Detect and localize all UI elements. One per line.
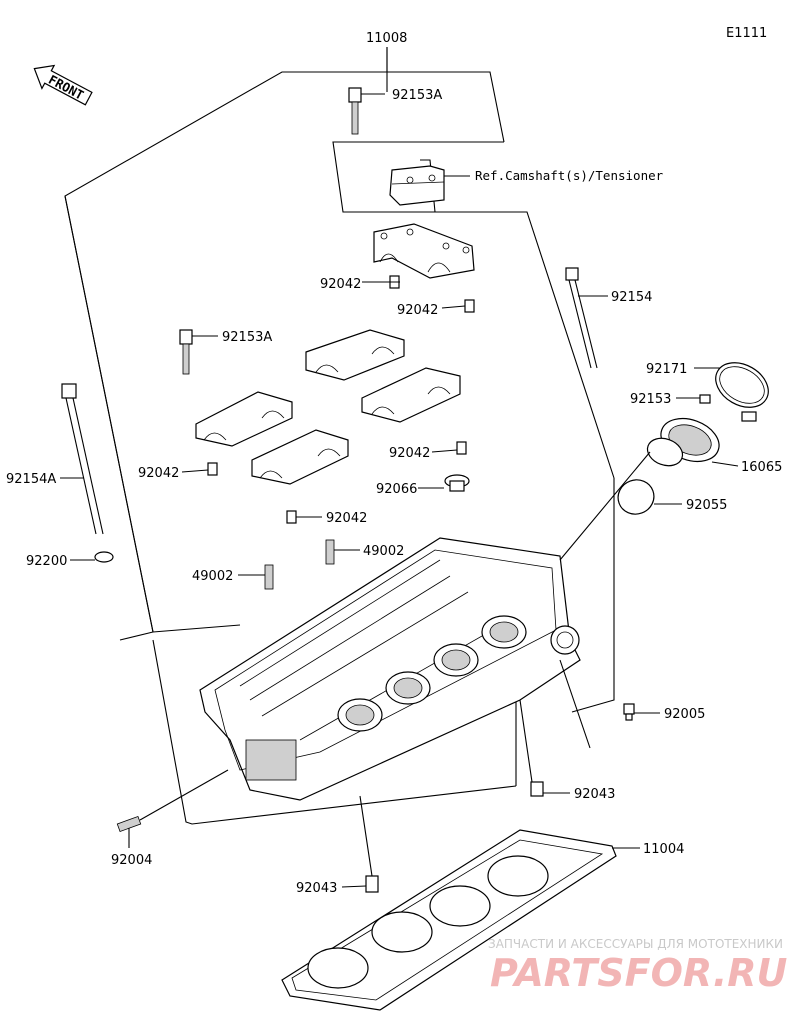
label-92154: 92154 xyxy=(611,290,652,305)
camshaft-cap-top xyxy=(389,165,445,206)
plug-92066 xyxy=(444,474,470,492)
front-arrow-icon: FRONT xyxy=(33,64,93,106)
valve-guide-49002-a xyxy=(264,564,274,590)
cylinder-head xyxy=(199,537,581,801)
label-92171: 92171 xyxy=(646,362,687,377)
diagram-code: E1111 xyxy=(726,26,767,41)
intake-holder-16065 xyxy=(646,417,720,467)
label-92042-b: 92042 xyxy=(397,303,438,318)
head-gasket-11004 xyxy=(281,829,617,1011)
label-49002-a: 49002 xyxy=(363,544,404,559)
label-92042-e: 92042 xyxy=(326,511,367,526)
stud-92004 xyxy=(116,815,142,833)
bolt-92153a-left xyxy=(179,329,193,375)
camshaft-cap-2 xyxy=(361,367,461,423)
bolt-92154 xyxy=(565,267,598,369)
bolt-92153a-top xyxy=(348,87,362,135)
clamp-band-92171 xyxy=(715,362,769,422)
part-number-labels: 11008 92153A 92042 92042 92154 92153A 92… xyxy=(6,31,782,896)
dowel-92042-b xyxy=(464,299,475,313)
dowel-92042-e xyxy=(286,510,297,524)
label-92042-c: 92042 xyxy=(138,466,179,481)
camshaft-cap-3 xyxy=(195,391,293,447)
watermark-brand: PARTSFOR.RU xyxy=(490,951,788,995)
label-92153a-top: 92153A xyxy=(392,88,442,103)
front-label: FRONT xyxy=(46,72,86,103)
camshaft-holder-front xyxy=(373,223,475,279)
label-92042-a: 92042 xyxy=(320,277,361,292)
label-92043-b: 92043 xyxy=(296,881,337,896)
dowel-92043-b xyxy=(365,875,379,893)
watermark: ЗАПЧАСТИ И АКСЕССУАРЫ ДЛЯ МОТОТЕХНИКИ PA… xyxy=(488,937,788,995)
label-92154a: 92154A xyxy=(6,472,56,487)
camshaft-cap-4 xyxy=(251,429,349,485)
label-92200: 92200 xyxy=(26,554,67,569)
camshaft-cap-1 xyxy=(305,329,405,381)
leader-lines xyxy=(60,47,739,888)
intake-ports xyxy=(337,615,527,732)
label-92042-d: 92042 xyxy=(389,446,430,461)
label-92153a-left: 92153A xyxy=(222,330,272,345)
label-11004: 11004 xyxy=(643,842,684,857)
reference-note: Ref.Camshaft(s)/Tensioner xyxy=(475,168,664,183)
washer-92200 xyxy=(94,551,114,563)
label-16065: 16065 xyxy=(741,460,782,475)
label-11008: 11008 xyxy=(366,31,407,46)
dowel-92042-c xyxy=(207,462,218,476)
label-92153: 92153 xyxy=(630,392,671,407)
head-side-fins xyxy=(245,625,580,781)
bolt-92005 xyxy=(623,703,635,721)
label-92005: 92005 xyxy=(664,707,705,722)
o-ring-92055 xyxy=(617,479,655,515)
watermark-tagline: ЗАПЧАСТИ И АКСЕССУАРЫ ДЛЯ МОТОТЕХНИКИ xyxy=(488,937,783,951)
dowel-92043-a xyxy=(530,781,544,797)
valve-guide-49002-b xyxy=(325,539,335,565)
label-92055: 92055 xyxy=(686,498,727,513)
screw-92153 xyxy=(699,394,711,404)
bolt-92154a xyxy=(61,383,104,535)
label-92043-a: 92043 xyxy=(574,787,615,802)
label-92066: 92066 xyxy=(376,482,417,497)
label-49002-b: 49002 xyxy=(192,569,233,584)
dowel-92042-d xyxy=(456,441,467,455)
label-92004: 92004 xyxy=(111,853,152,868)
